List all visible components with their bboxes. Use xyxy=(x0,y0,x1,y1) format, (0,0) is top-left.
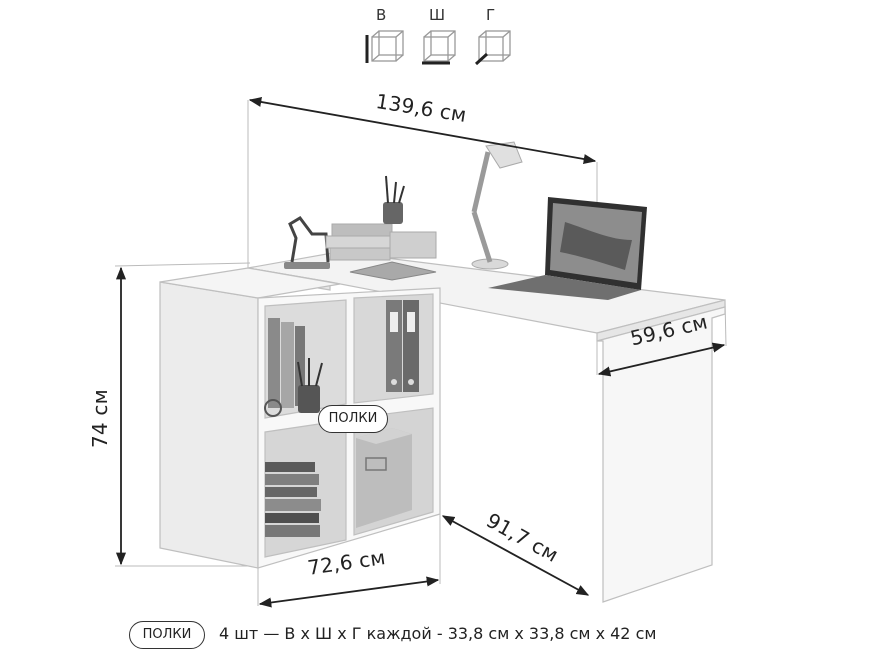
dimension-arrows xyxy=(115,97,726,608)
total-width-arrow xyxy=(248,97,597,164)
cube-width-icon xyxy=(422,30,456,65)
top-depth-arrow xyxy=(597,342,726,377)
legend-depth-letter: Г xyxy=(486,6,496,24)
legend-width-letter: Ш xyxy=(429,6,446,24)
shelves-footer-badge: ПОЛКИ xyxy=(129,621,205,649)
shelf-contents xyxy=(264,300,419,537)
tabletop-items xyxy=(284,141,647,300)
return-length-arrow xyxy=(441,515,590,596)
desk xyxy=(159,251,726,603)
legend-height-letter: В xyxy=(376,6,387,24)
shelves-footer-text: 4 шт — В х Ш х Г каждой - 33,8 см х 33,8… xyxy=(219,624,657,643)
side-width-arrow xyxy=(258,576,440,608)
cube-height-icon xyxy=(365,30,404,63)
cube-depth-icon xyxy=(474,30,511,66)
height-label: 74 см xyxy=(88,389,112,448)
shelves-callout: ПОЛКИ xyxy=(318,405,388,433)
